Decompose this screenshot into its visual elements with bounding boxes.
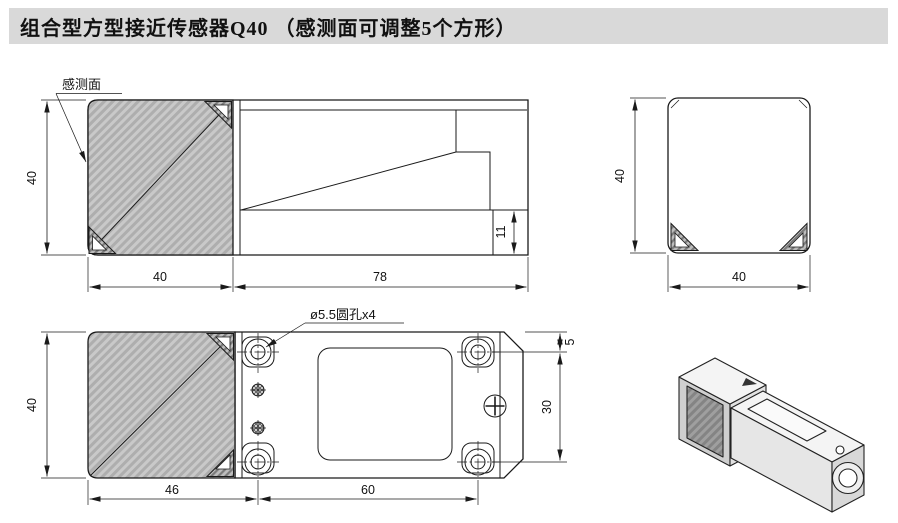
sensing-face-label: 感测面 — [62, 77, 101, 92]
dim-text-height: 40 — [25, 171, 39, 185]
clip-inner — [92, 235, 108, 251]
front-face-outline — [667, 97, 811, 254]
isometric-view — [678, 357, 865, 513]
dim-text-hole-pitch: 30 — [540, 400, 554, 414]
top-view: ø5.5圆孔x4 40 46 60 5 — [25, 307, 577, 505]
corner-clip-top-right — [203, 101, 232, 130]
dim-text-height: 40 — [25, 398, 39, 412]
connector-inner — [838, 468, 858, 488]
dim-front-width: 40 — [667, 255, 811, 292]
body-top-screw — [835, 445, 845, 455]
dim-side-body-width: 78 — [234, 257, 529, 292]
phillips-screw — [483, 394, 507, 418]
head-corner-clip-mark — [742, 378, 757, 386]
dim-text-hole-span: 60 — [361, 483, 375, 497]
dim-top-edge-to-hole: 5 — [492, 331, 577, 353]
corner-clip-bottom-right — [205, 448, 234, 477]
clip-inner — [213, 104, 229, 120]
head-sensing-panel — [686, 385, 724, 458]
dim-side-head-width: 40 — [87, 257, 234, 292]
corner-tick — [670, 99, 680, 109]
dim-text-height: 40 — [613, 169, 627, 183]
head-diagonal-line — [89, 101, 232, 253]
corner-clip-bottom-right — [778, 222, 808, 251]
corner-clip-bottom-left — [670, 222, 700, 251]
head-top-face — [678, 357, 767, 405]
title-bar: 组合型方型接近传感器Q40 （感测面可调整5个方形） — [9, 8, 888, 44]
dim-text-edge-to-hole: 5 — [563, 338, 577, 345]
dim-top-hole-span: 60 — [259, 480, 479, 505]
callout-leader — [265, 322, 306, 348]
adjust-screw-lower — [250, 420, 266, 436]
page-title: 组合型方型接近传感器Q40 （感测面可调整5个方形） — [20, 17, 517, 40]
dim-front-height: 40 — [613, 97, 666, 254]
hole-callout: ø5.5圆孔x4 — [265, 307, 404, 348]
clip-inner — [788, 232, 804, 248]
corner-clip-top-right — [205, 333, 234, 362]
dim-text-head-width: 40 — [153, 270, 167, 284]
hole-label: ø5.5圆孔x4 — [310, 307, 376, 322]
body-diagonal-line — [240, 151, 457, 211]
cover-plate — [317, 347, 453, 461]
dim-text-step: 11 — [494, 225, 508, 238]
dim-side-step: 11 — [494, 211, 517, 254]
corner-tick — [798, 99, 808, 109]
clip-inner — [674, 232, 690, 248]
dim-text-body-width: 78 — [373, 270, 387, 284]
mounting-hole-bottom-left — [237, 441, 279, 477]
adjust-screw-upper — [250, 382, 266, 398]
dim-top-head-width: 46 — [87, 480, 259, 505]
body-cover-label — [747, 398, 827, 442]
dim-text-width: 40 — [732, 270, 746, 284]
dim-top-height: 40 — [25, 331, 86, 479]
head-diagonal-line — [89, 333, 234, 477]
clip-outer — [205, 448, 234, 477]
front-view: 40 40 — [613, 97, 811, 292]
dim-text-head-width: 46 — [165, 483, 179, 497]
clip-inner — [215, 454, 231, 470]
callout-leader — [55, 93, 87, 163]
plate-outline — [234, 331, 524, 479]
side-view: 感测面 40 40 78 11 — [25, 77, 529, 292]
sensing-face-callout: 感测面 — [55, 77, 122, 163]
dim-side-height: 40 — [25, 99, 86, 256]
mounting-hole-bottom-right — [457, 441, 499, 477]
corner-clip-bottom-left — [88, 225, 117, 254]
mounting-hole-top-left — [237, 333, 279, 373]
dim-top-hole-pitch: 30 — [492, 353, 567, 463]
clip-inner — [215, 336, 231, 352]
body-step-line — [455, 110, 491, 210]
